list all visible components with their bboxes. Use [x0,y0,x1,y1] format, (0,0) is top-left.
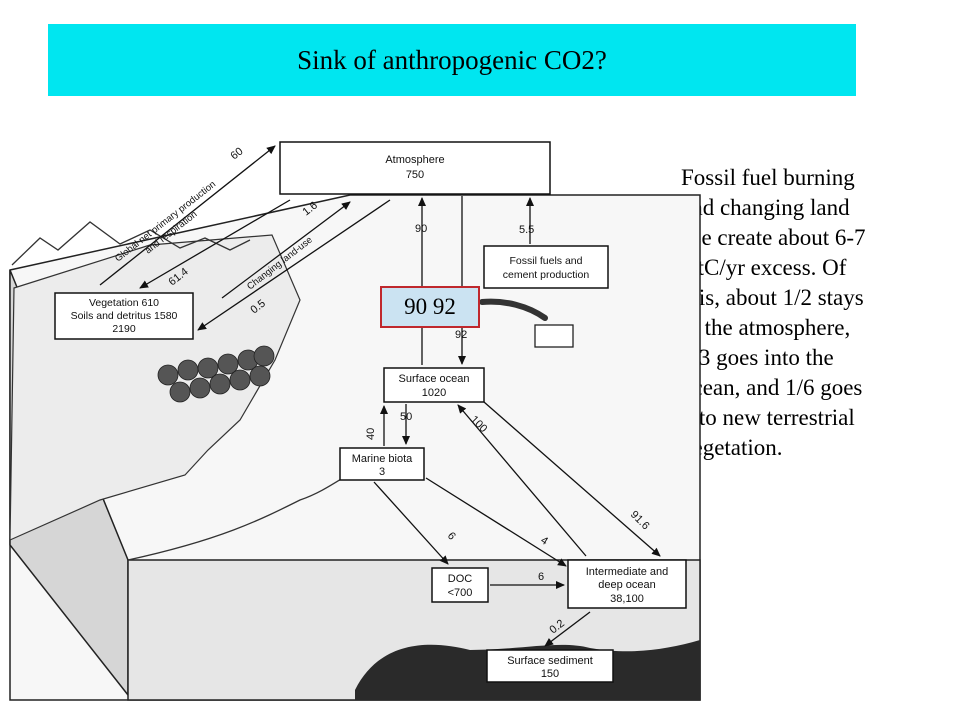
title-bar: Sink of anthropogenic CO2? [48,24,856,96]
deep-ocean-line1: Intermediate and [586,566,669,578]
fossil-fuels-box: Fossil fuels and cement production [483,245,609,289]
arrow-landuse-down [197,199,391,331]
mountain-range [11,221,251,266]
deep-ocean-line2: deep ocean [598,579,656,591]
flow-doc-to-deep: 6 [538,571,544,583]
fossil-line2: cement production [503,269,590,281]
atmosphere-box: Atmosphere 750 [279,141,551,195]
atmosphere-label: Atmosphere [385,154,444,166]
arrow-biota-to-doc [373,481,449,565]
smoke-plume [479,298,548,321]
marine-biota-box: Marine biota 3 [339,447,425,481]
flow-npp-up: 60 [228,145,245,162]
fossil-line1: Fossil fuels and [510,255,583,267]
vegetation-box: Vegetation 610 Soils and detritus 1580 2… [54,292,194,340]
flow-biota-to-deep: 4 [538,534,550,547]
flux-callout-box: 90 92 [380,286,480,328]
arrow-biota-to-deep [425,477,567,567]
marine-biota-value: 3 [379,466,385,478]
doc-box: DOC <700 [431,567,489,603]
deep-ocean-box: Intermediate and deep ocean 38,100 [567,559,687,609]
arrow-npp-down [139,199,291,289]
arrow-npp-up [99,145,276,286]
slide-title: Sink of anthropogenic CO2? [297,44,607,75]
flow-ocean-to-atm: 90 [415,223,427,235]
arrow-deep-up [457,404,587,557]
marine-biota-label: Marine biota [352,453,413,465]
flow-fossil-to-atm: 5.5 [519,224,534,236]
doc-label: DOC [448,573,473,585]
explanation-text: Fossil fuel burning and changing land us… [681,165,866,460]
deep-ocean-line3: 38,100 [610,593,644,605]
doc-value: <700 [448,587,473,599]
factory-icon [534,324,574,348]
flow-biota-up: 40 [365,428,377,440]
surface-ocean-box: Surface ocean 1020 [383,367,485,403]
flow-atm-to-ocean: 92 [455,329,467,341]
surface-ocean-value: 1020 [422,387,446,399]
sediment-value: 150 [541,668,559,680]
arrow-deep-to-sediment [544,611,591,647]
arrow-landuse-up [221,201,351,299]
vegetation-line3: 2190 [112,323,136,335]
atmosphere-value: 750 [406,169,424,181]
surface-ocean-label: Surface ocean [399,373,470,385]
forest-icon [157,345,275,403]
arrow-surface-to-deep [483,401,661,557]
vegetation-line2: Soils and detritus 1580 [71,310,178,322]
vegetation-line1: Vegetation 610 [89,297,159,309]
sediment-box: Surface sediment 150 [486,649,614,683]
sediment-label: Surface sediment [507,655,593,667]
flow-biota-down: 50 [400,411,412,423]
flux-callout-text: 90 92 [404,294,456,319]
